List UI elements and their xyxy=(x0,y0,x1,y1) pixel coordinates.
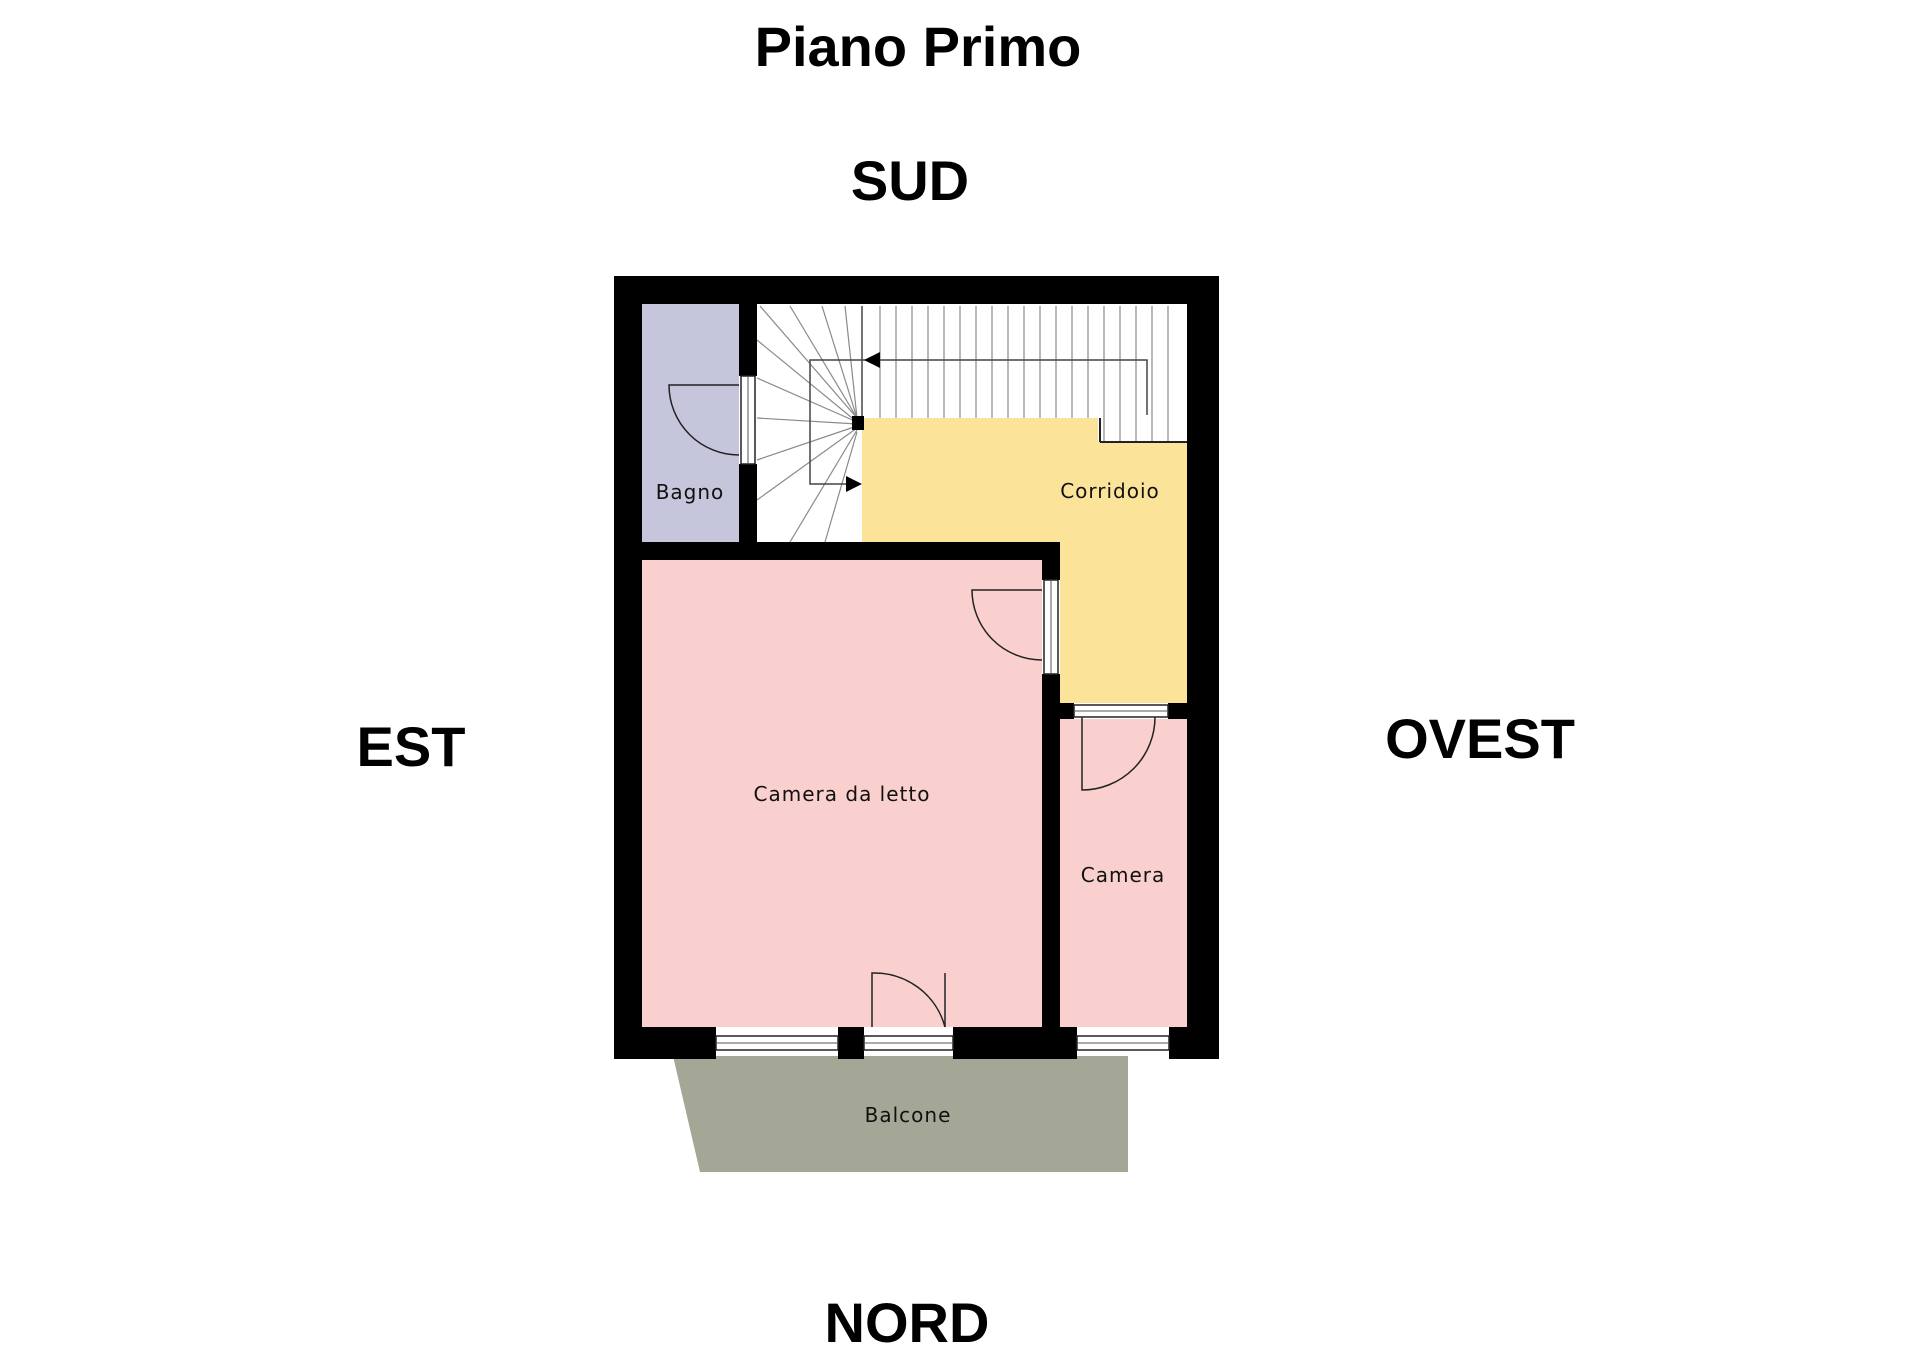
stair-direction-arrow xyxy=(864,352,880,368)
door-swings xyxy=(668,384,1156,1028)
plan-title: Piano Primo xyxy=(755,15,1082,78)
room-area xyxy=(1060,719,1187,1027)
bathroom-label: Bagno xyxy=(656,480,725,504)
stair-landing-arrow xyxy=(846,476,862,492)
compass-north-label: NORD xyxy=(825,1291,990,1354)
room-door-swing xyxy=(1081,716,1156,791)
room-label: Camera xyxy=(1081,863,1166,887)
opening-glazing xyxy=(716,376,1169,1044)
balcony-area xyxy=(673,1056,1128,1172)
bathroom-area xyxy=(642,304,739,542)
compass-east-label: EST xyxy=(357,715,466,778)
balcony-label: Balcone xyxy=(865,1103,952,1127)
corridor-area xyxy=(862,418,1187,703)
compass-south-label: SUD xyxy=(851,149,969,212)
bathroom-door-swing xyxy=(668,384,740,456)
compass-west-label: OVEST xyxy=(1385,707,1575,770)
bedroom-area xyxy=(642,560,1042,1027)
stair-post xyxy=(852,416,864,430)
corridor-label: Corridoio xyxy=(1060,479,1160,503)
bedroom-label: Camera da letto xyxy=(754,782,931,806)
staircase xyxy=(756,305,1187,543)
bedroom-side-door-swing xyxy=(971,589,1043,661)
balcony-door-swing xyxy=(871,972,946,1028)
walls xyxy=(614,276,1219,1059)
